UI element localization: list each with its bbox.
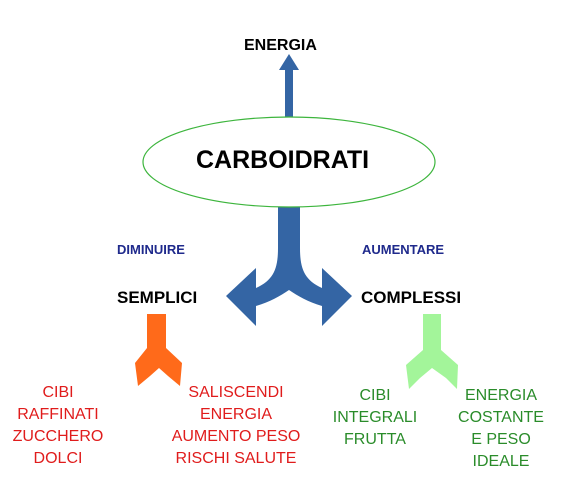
aumentare-label: AUMENTARE (362, 242, 445, 257)
simple-fork-arrow (135, 314, 182, 386)
energy-up-arrow (279, 54, 299, 136)
energy-label: ENERGIA (244, 37, 317, 54)
split-arrow (226, 203, 352, 326)
semplici-label: SEMPLICI (117, 288, 198, 307)
simple-effects-text: SALISCENDI ENERGIA AUMENTO PESO RISCHI S… (171, 384, 301, 467)
complex-foods-text: CIBI INTEGRALI FRUTTA (332, 387, 418, 448)
complessi-label: COMPLESSI (361, 288, 462, 307)
carboidrati-ellipse (142, 116, 436, 208)
diminuire-label: DIMINUIRE (117, 242, 185, 257)
complex-fork-arrow (406, 314, 458, 389)
carboidrati-label: CARBOIDRATI (196, 146, 370, 174)
simple-foods-text: CIBI RAFFINATI ZUCCHERO DOLCI (12, 384, 104, 467)
complex-effects-text: ENERGIA COSTANTE E PESO IDEALE (458, 387, 544, 470)
